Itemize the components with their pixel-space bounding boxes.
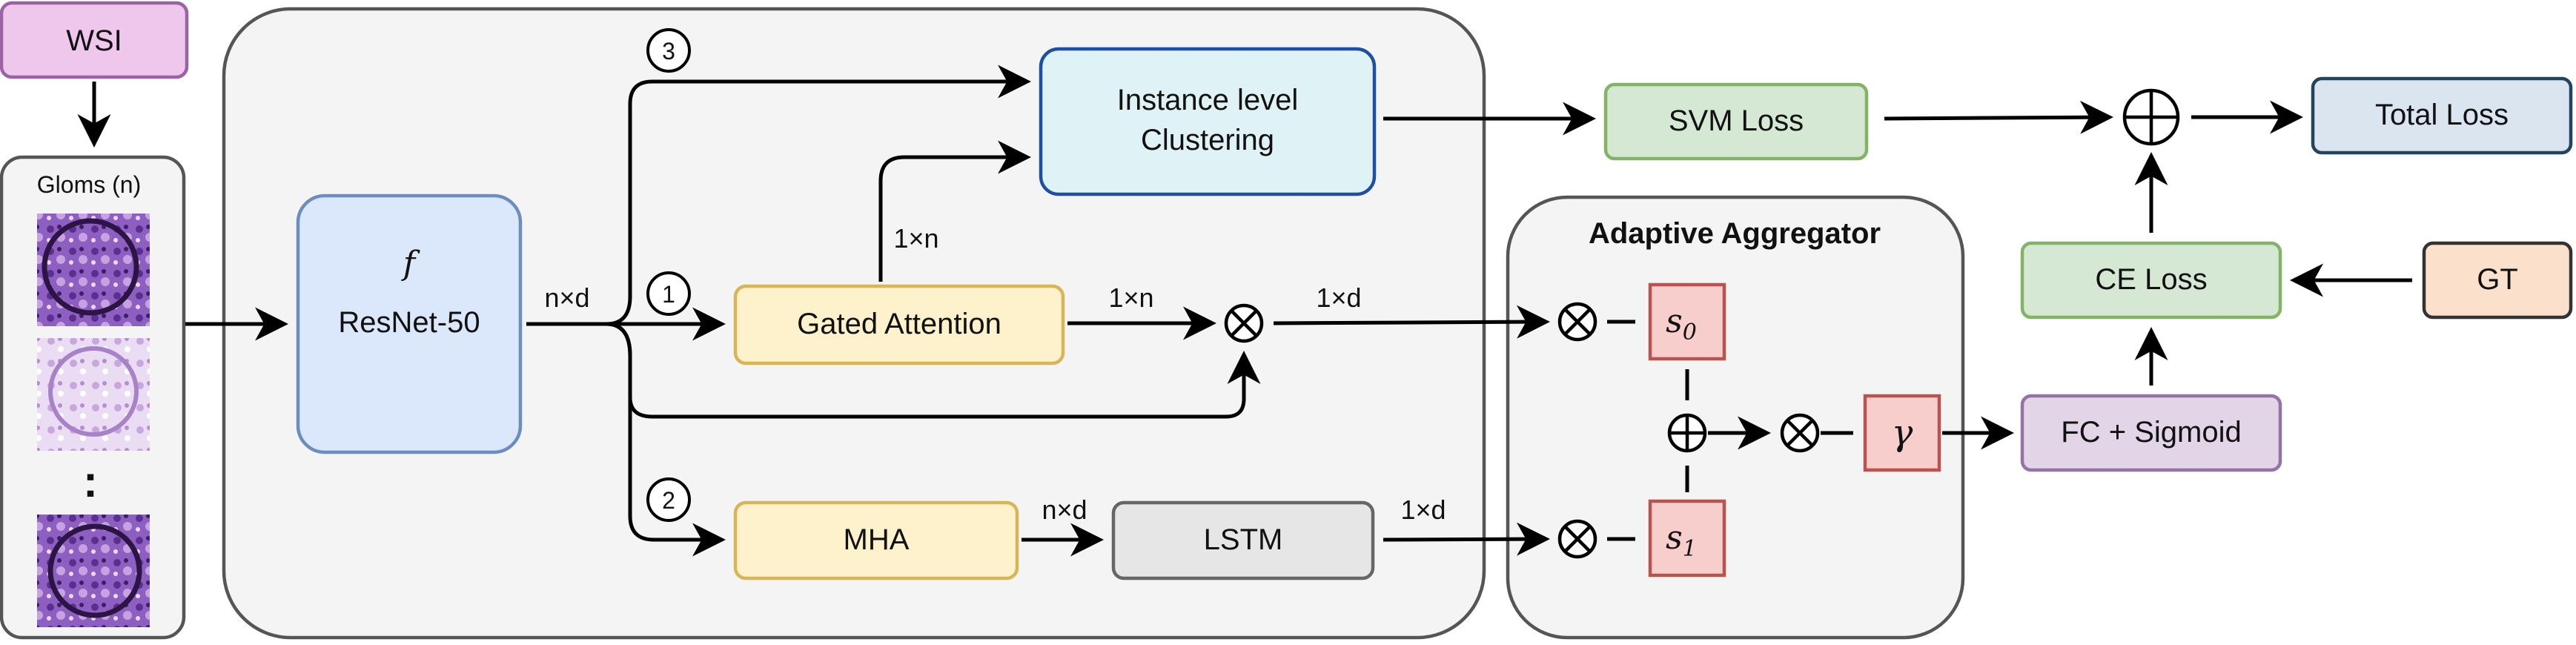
branch-3-label: 3 bbox=[662, 38, 675, 64]
fc-sigmoid-label: FC + Sigmoid bbox=[2061, 416, 2241, 449]
s0-subscript: 0 bbox=[1683, 320, 1697, 345]
fc-sigmoid-node[interactable] bbox=[2020, 394, 2282, 472]
mult-out-label: 1×d bbox=[1316, 282, 1361, 313]
mha-node[interactable] bbox=[733, 500, 1019, 580]
gamma-label: γ bbox=[1892, 412, 1913, 454]
ce-loss-label: CE Loss bbox=[2095, 263, 2207, 296]
svm-loss-label: SVM Loss bbox=[1669, 105, 1804, 137]
wsi-label: WSI bbox=[66, 24, 122, 57]
multiply-operator-s0 bbox=[1557, 302, 1597, 342]
resnet-label: ResNet-50 bbox=[338, 306, 480, 339]
sum-operator-total-loss bbox=[2122, 88, 2180, 146]
s0-label: s0 bbox=[1666, 302, 1697, 345]
gloms-label: Gloms (n) bbox=[37, 171, 141, 198]
branch-2-label: 2 bbox=[662, 487, 675, 514]
glom-image-3-ring bbox=[47, 523, 142, 618]
lstm-label: LSTM bbox=[1204, 523, 1283, 556]
s1-subscript: 1 bbox=[1683, 536, 1697, 562]
edges bbox=[77, 64, 2412, 557]
svm-loss-node[interactable] bbox=[1603, 82, 1869, 161]
ce-loss-node[interactable] bbox=[2020, 241, 2282, 320]
resnet-node[interactable] bbox=[296, 194, 523, 454]
s1-label: s1 bbox=[1666, 519, 1697, 562]
lstm-node[interactable] bbox=[1111, 500, 1375, 580]
glom-image-1-ring bbox=[42, 218, 139, 316]
multiply-operator-gamma bbox=[1780, 413, 1820, 453]
glom-image-3 bbox=[37, 515, 150, 627]
clustering-label-line2: Clustering bbox=[1141, 124, 1274, 156]
gated-attention-node[interactable] bbox=[733, 284, 1065, 366]
s1-node[interactable] bbox=[1648, 499, 1726, 578]
clustering-node[interactable] bbox=[1039, 47, 1377, 196]
multiply-operator-s1 bbox=[1557, 519, 1597, 559]
gated-attention-label: Gated Attention bbox=[797, 308, 1001, 340]
gamma-node[interactable] bbox=[1863, 394, 1941, 472]
gt-node[interactable] bbox=[2422, 241, 2573, 320]
branch-1-label: 1 bbox=[662, 281, 675, 308]
total-loss-label: Total Loss bbox=[2375, 99, 2509, 131]
multiply-operator-attention bbox=[1224, 303, 1264, 343]
lstm-out-label: 1×d bbox=[1400, 494, 1446, 525]
glom-image-2 bbox=[37, 338, 150, 451]
branch-marker-2 bbox=[646, 477, 691, 522]
wsi-node[interactable] bbox=[0, 1, 189, 79]
resnet-out-label: n×d bbox=[544, 282, 589, 313]
gt-label: GT bbox=[2477, 263, 2518, 296]
s0-node[interactable] bbox=[1648, 282, 1726, 361]
s0-symbol: s bbox=[1666, 302, 1683, 340]
glom-image-2-ring bbox=[48, 346, 139, 437]
gloms-ellipsis: : bbox=[83, 457, 98, 506]
aggregator-title: Adaptive Aggregator bbox=[1589, 217, 1881, 250]
glom-image-1 bbox=[37, 214, 150, 326]
total-loss-node[interactable] bbox=[2311, 76, 2573, 155]
branch-marker-1 bbox=[646, 271, 691, 316]
attn-to-cluster-label: 1×n bbox=[893, 223, 938, 254]
mha-label: MHA bbox=[844, 523, 910, 556]
clustering-label-line1: Instance level bbox=[1117, 84, 1299, 116]
adaptive-aggregator-panel bbox=[1506, 195, 1965, 640]
s1-symbol: s bbox=[1666, 519, 1683, 557]
mha-out-label: n×d bbox=[1042, 494, 1087, 525]
sum-operator-aggregator bbox=[1667, 413, 1707, 453]
branch-marker-3 bbox=[646, 28, 691, 73]
attn-to-mult-label: 1×n bbox=[1108, 282, 1153, 313]
